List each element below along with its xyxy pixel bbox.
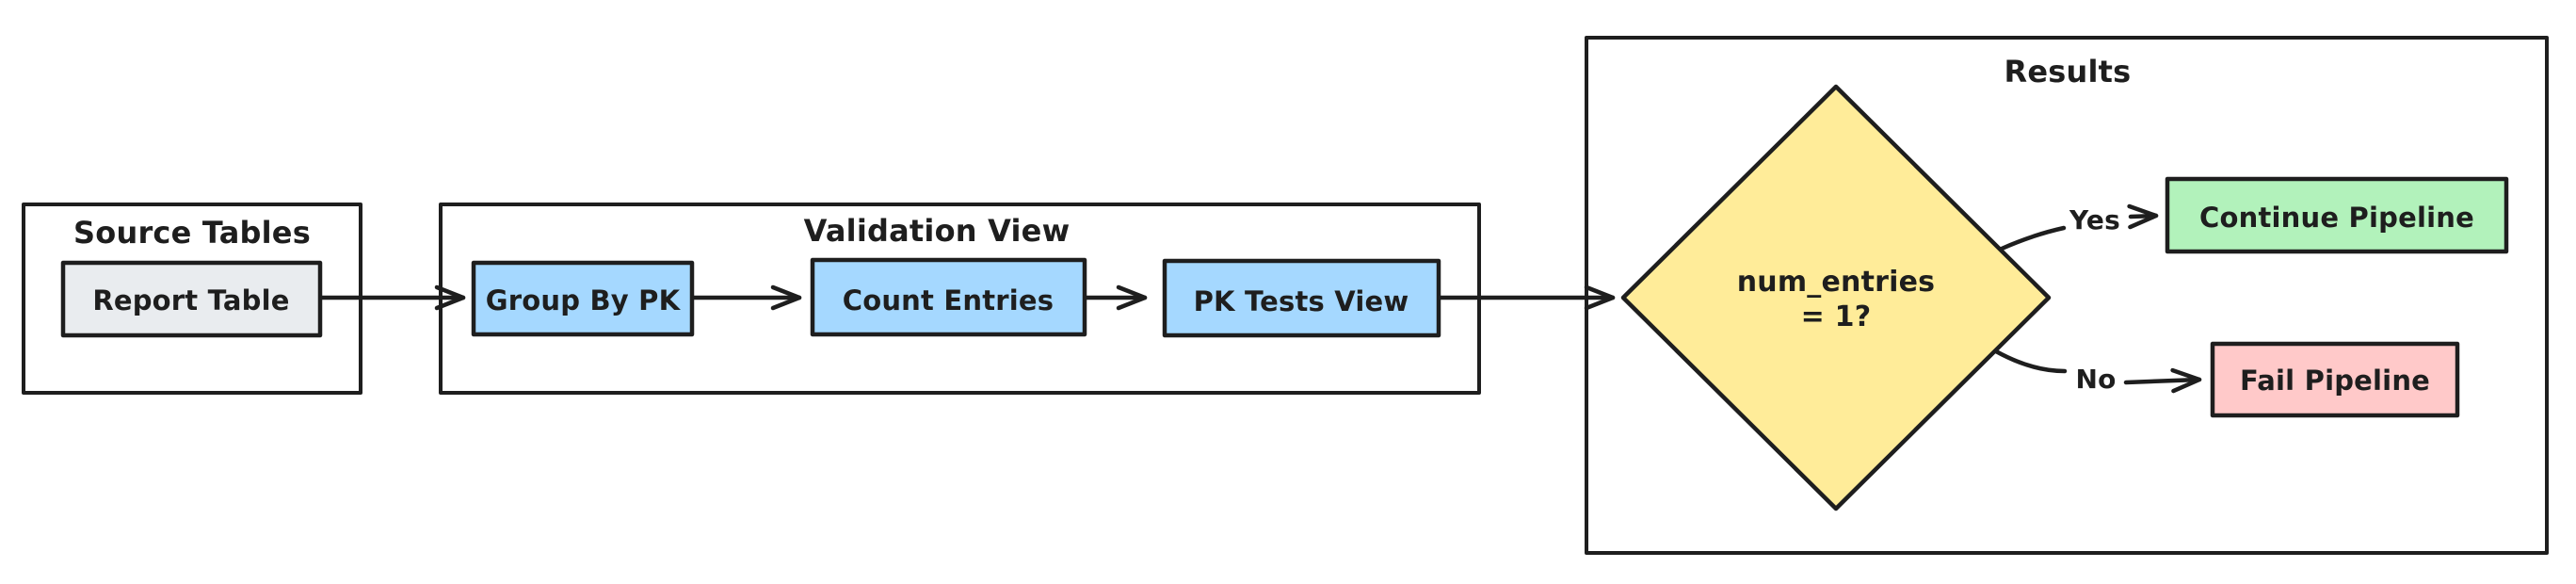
- results-group: Results num_entries = 1? Continue Pipeli…: [1585, 36, 2549, 555]
- report-table-label: Report Table: [92, 284, 289, 316]
- edge-no-arrowhead-segment: [2123, 367, 2202, 394]
- edge-yes-arrowhead-segment: [2127, 203, 2159, 230]
- results-label: Results: [2004, 54, 2132, 89]
- fail-pipeline-label: Fail Pipeline: [2240, 365, 2430, 397]
- pk-tests-view-node: [1162, 258, 1441, 338]
- group-by-pk-label: Group By PK: [486, 284, 682, 316]
- continue-pipeline-label: Continue Pipeline: [2199, 202, 2474, 234]
- source-tables-group: Source Tables Report Table: [22, 203, 362, 395]
- edge-decision-no-segment: [1993, 349, 2068, 374]
- no-edge-label: No: [2075, 364, 2116, 395]
- decision-label-line1: num_entries: [1737, 266, 1936, 299]
- count-entries-label: Count Entries: [843, 284, 1055, 316]
- report-table-node: [60, 260, 323, 338]
- num-entries-decision-diamond: [1620, 84, 2052, 511]
- count-entries-node: [810, 257, 1087, 337]
- fail-pipeline-node: [2210, 341, 2460, 418]
- yes-edge-label: Yes: [2069, 204, 2120, 235]
- validation-view-group: Validation View Group By PK Count Entrie…: [439, 203, 1481, 395]
- decision-label-line2: = 1?: [1801, 300, 1872, 333]
- edges-group: Yes No: [319, 203, 2202, 395]
- pk-tests-view-label: PK Tests View: [1194, 285, 1409, 317]
- source-tables-label: Source Tables: [73, 215, 311, 251]
- continue-pipeline-node: [2165, 176, 2509, 254]
- validation-view-label: Validation View: [804, 213, 1071, 249]
- edge-decision-yes-segment: [1999, 225, 2067, 251]
